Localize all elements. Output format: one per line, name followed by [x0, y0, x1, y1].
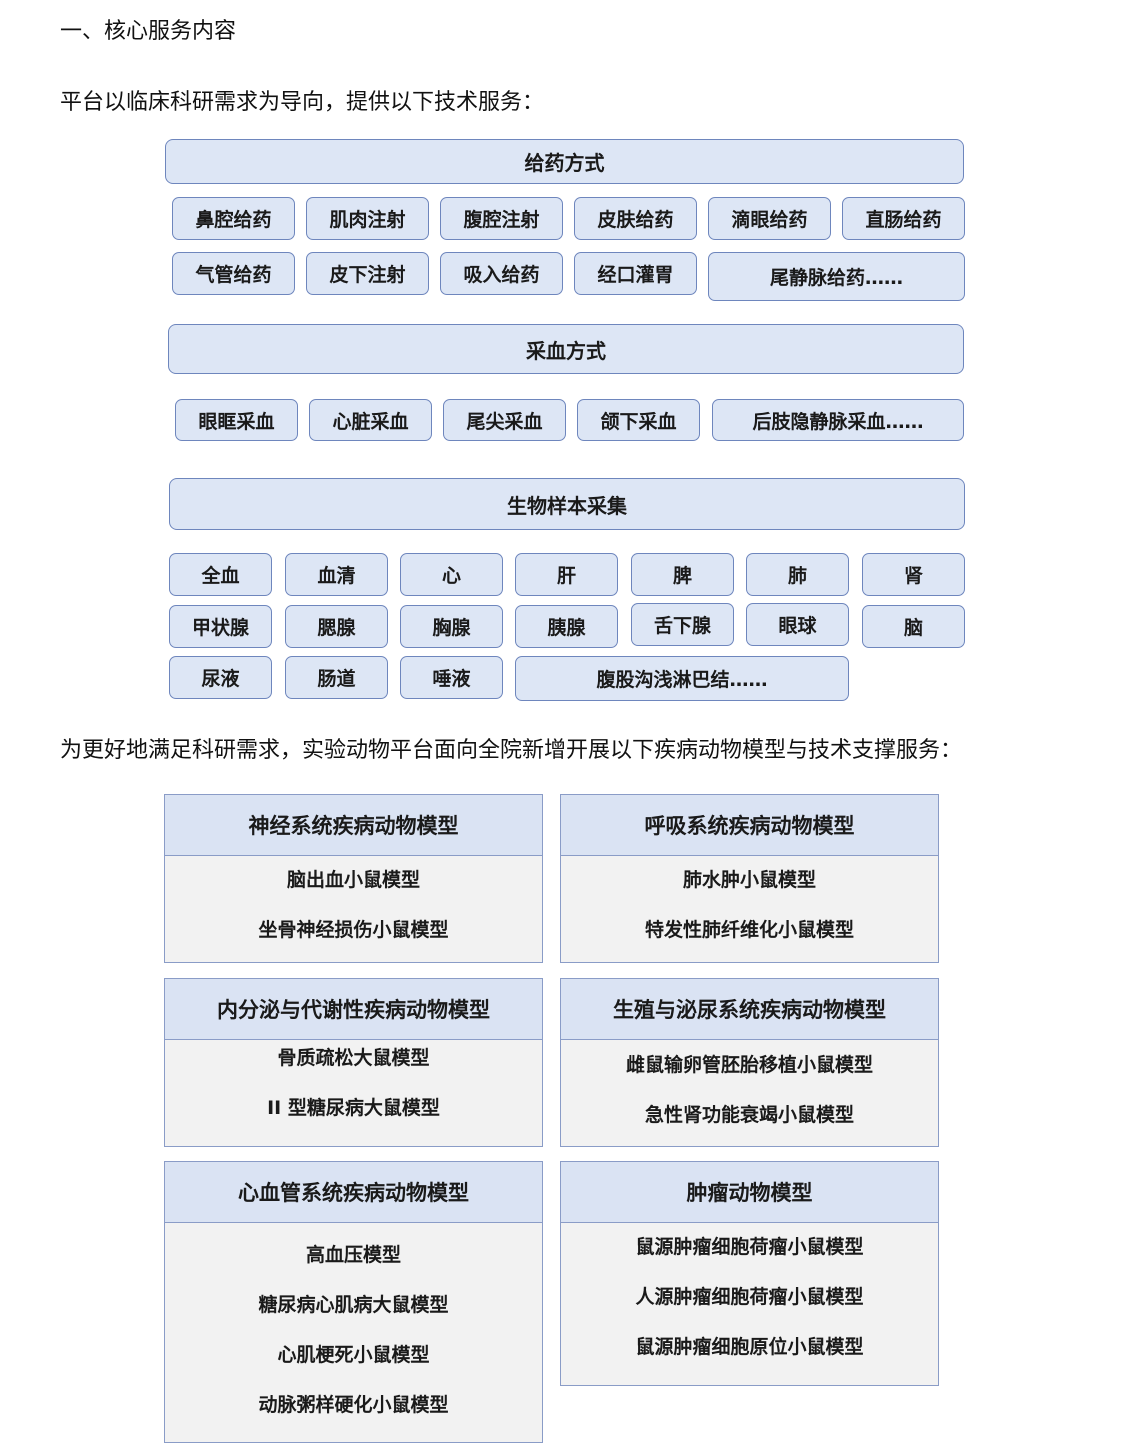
administration-chip: 皮肤给药 — [574, 197, 697, 240]
sample-chip: 脾 — [631, 553, 734, 596]
sample-chip: 肠道 — [285, 656, 388, 699]
sample-chip: 血清 — [285, 553, 388, 596]
administration-chip: 肌肉注射 — [306, 197, 429, 240]
blood-chip: 眼眶采血 — [175, 399, 298, 441]
models-intro-text: 为更好地满足科研需求，实验动物平台面向全院新增开展以下疾病动物模型与技术支撑服务… — [60, 738, 963, 763]
model-item: 高血压模型 — [305, 1244, 401, 1266]
sample-chip: 肺 — [746, 553, 849, 596]
model-item: 急性肾功能衰竭小鼠模型 — [644, 1104, 854, 1126]
administration-chip: 皮下注射 — [306, 252, 429, 295]
administration-chip: 鼻腔给药 — [172, 197, 295, 240]
blood-banner: 采血方式 — [168, 324, 964, 374]
model-card-respiratory: 呼吸系统疾病动物模型 肺水肿小鼠模型 特发性肺纤维化小鼠模型 — [560, 794, 939, 963]
model-item: 人源肿瘤细胞荷瘤小鼠模型 — [635, 1286, 864, 1308]
administration-chip-wide: 尾静脉给药…… — [708, 252, 965, 301]
model-item: 鼠源肿瘤细胞原位小鼠模型 — [635, 1336, 864, 1358]
model-card-cardiovascular: 心血管系统疾病动物模型 高血压模型 糖尿病心肌病大鼠模型 心肌梗死小鼠模型 动脉… — [164, 1161, 543, 1443]
administration-chip: 腹腔注射 — [440, 197, 563, 240]
administration-chip: 吸入给药 — [440, 252, 563, 295]
sample-chip: 心 — [400, 553, 503, 596]
model-item: 坐骨神经损伤小鼠模型 — [258, 919, 449, 941]
administration-banner: 给药方式 — [165, 139, 964, 184]
model-card-reproductive: 生殖与泌尿系统疾病动物模型 雌鼠输卵管胚胎移植小鼠模型 急性肾功能衰竭小鼠模型 — [560, 978, 939, 1147]
model-card-neuro: 神经系统疾病动物模型 脑出血小鼠模型 坐骨神经损伤小鼠模型 — [164, 794, 543, 963]
administration-chip: 经口灌胃 — [574, 252, 697, 295]
sample-chip: 眼球 — [746, 603, 849, 646]
sample-chip: 全血 — [169, 553, 272, 596]
model-item: 骨质疏松大鼠模型 — [277, 1047, 430, 1069]
model-item: 脑出血小鼠模型 — [286, 869, 420, 891]
sample-chip: 脑 — [862, 605, 965, 648]
samples-banner: 生物样本采集 — [169, 478, 965, 530]
blood-chip: 心脏采血 — [309, 399, 432, 441]
sample-chip: 唾液 — [400, 656, 503, 699]
model-item: 心肌梗死小鼠模型 — [277, 1344, 430, 1366]
model-card-title: 呼吸系统疾病动物模型 — [561, 795, 938, 856]
sample-chip: 胰腺 — [515, 605, 618, 648]
administration-chip: 直肠给药 — [842, 197, 965, 240]
sample-chip-wide: 腹股沟浅淋巴结…… — [515, 656, 849, 701]
model-card-tumor: 肿瘤动物模型 鼠源肿瘤细胞荷瘤小鼠模型 人源肿瘤细胞荷瘤小鼠模型 鼠源肿瘤细胞原… — [560, 1161, 939, 1386]
model-card-title: 神经系统疾病动物模型 — [165, 795, 542, 856]
blood-chip: 尾尖采血 — [443, 399, 566, 441]
blood-chip-wide: 后肢隐静脉采血…… — [712, 399, 964, 441]
model-card-title: 肿瘤动物模型 — [561, 1162, 938, 1223]
blood-chip: 颌下采血 — [577, 399, 700, 441]
section-heading: 一、核心服务内容 — [60, 19, 237, 44]
sample-chip: 肝 — [515, 553, 618, 596]
sample-chip: 尿液 — [169, 656, 272, 699]
model-card-title: 生殖与泌尿系统疾病动物模型 — [561, 979, 938, 1040]
sample-chip: 甲状腺 — [169, 605, 272, 648]
intro-text: 平台以临床科研需求为导向，提供以下技术服务： — [60, 90, 545, 115]
model-card-title: 心血管系统疾病动物模型 — [165, 1162, 542, 1223]
sample-chip: 肾 — [862, 553, 965, 596]
administration-chip: 气管给药 — [172, 252, 295, 295]
model-item: 肺水肿小鼠模型 — [682, 869, 816, 891]
sample-chip: 腮腺 — [285, 605, 388, 648]
model-item: 雌鼠输卵管胚胎移植小鼠模型 — [625, 1054, 873, 1076]
sample-chip: 胸腺 — [400, 605, 503, 648]
sample-chip: 舌下腺 — [631, 603, 734, 646]
model-item: 糖尿病心肌病大鼠模型 — [258, 1294, 449, 1316]
model-item: 特发性肺纤维化小鼠模型 — [644, 919, 854, 941]
administration-chip: 滴眼给药 — [708, 197, 831, 240]
model-card-title: 内分泌与代谢性疾病动物模型 — [165, 979, 542, 1040]
model-item: 鼠源肿瘤细胞荷瘤小鼠模型 — [635, 1236, 864, 1258]
model-item: II 型糖尿病大鼠模型 — [267, 1097, 440, 1119]
model-item: 动脉粥样硬化小鼠模型 — [258, 1394, 449, 1416]
model-card-endocrine: 内分泌与代谢性疾病动物模型 骨质疏松大鼠模型 II 型糖尿病大鼠模型 — [164, 978, 543, 1147]
